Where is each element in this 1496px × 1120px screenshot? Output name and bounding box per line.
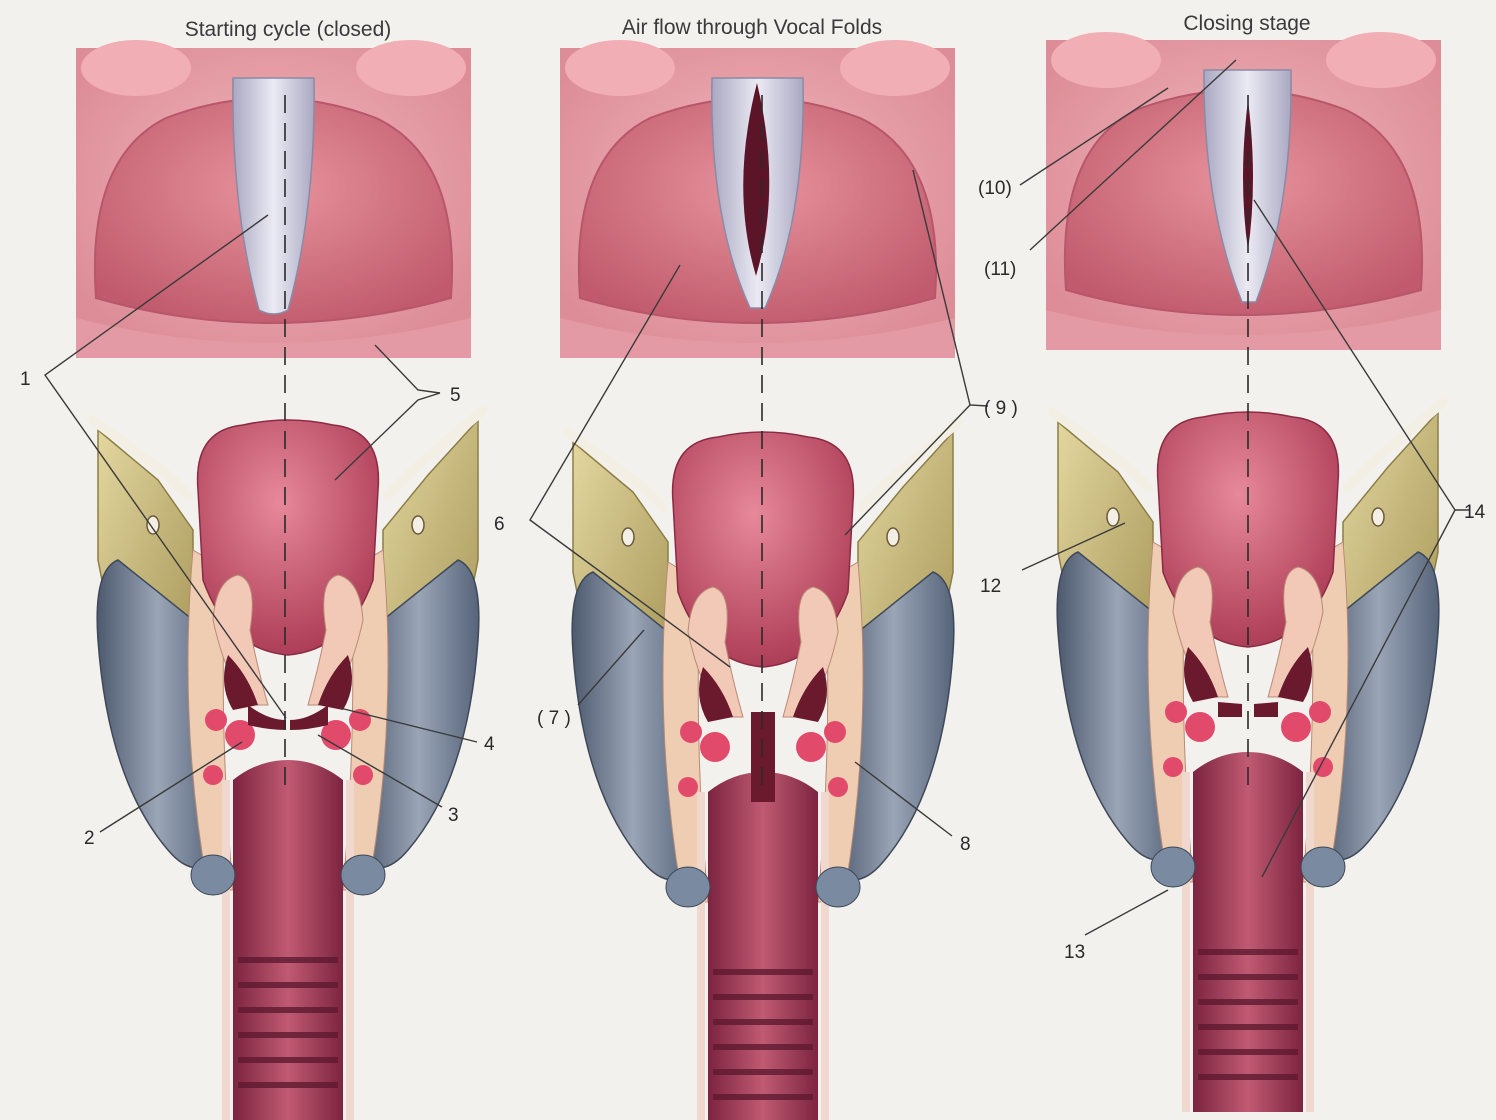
label-12: 12 (980, 576, 1001, 597)
label-7: ( 7 ) (537, 708, 571, 729)
title-closing: Closing stage (1183, 12, 1310, 35)
larynx-airflow (568, 422, 958, 1120)
topview-airflow (560, 40, 955, 358)
larynx-closed (93, 410, 483, 1120)
label-4: 4 (484, 734, 495, 755)
label-11: (11) (984, 259, 1016, 280)
label-13: 13 (1064, 942, 1085, 963)
label-2: 2 (84, 828, 95, 849)
label-1: 1 (20, 369, 31, 390)
topview-closing (1046, 32, 1441, 350)
label-9: ( 9 ) (984, 398, 1018, 419)
label-3: 3 (448, 805, 459, 826)
label-6: 6 (494, 514, 505, 535)
label-8: 8 (960, 834, 971, 855)
title-airflow: Air flow through Vocal Folds (622, 16, 882, 39)
label-5: 5 (450, 385, 461, 406)
label-14: 14 (1464, 502, 1486, 523)
title-closed: Starting cycle (closed) (185, 18, 392, 41)
label-10: (10) (978, 178, 1012, 199)
